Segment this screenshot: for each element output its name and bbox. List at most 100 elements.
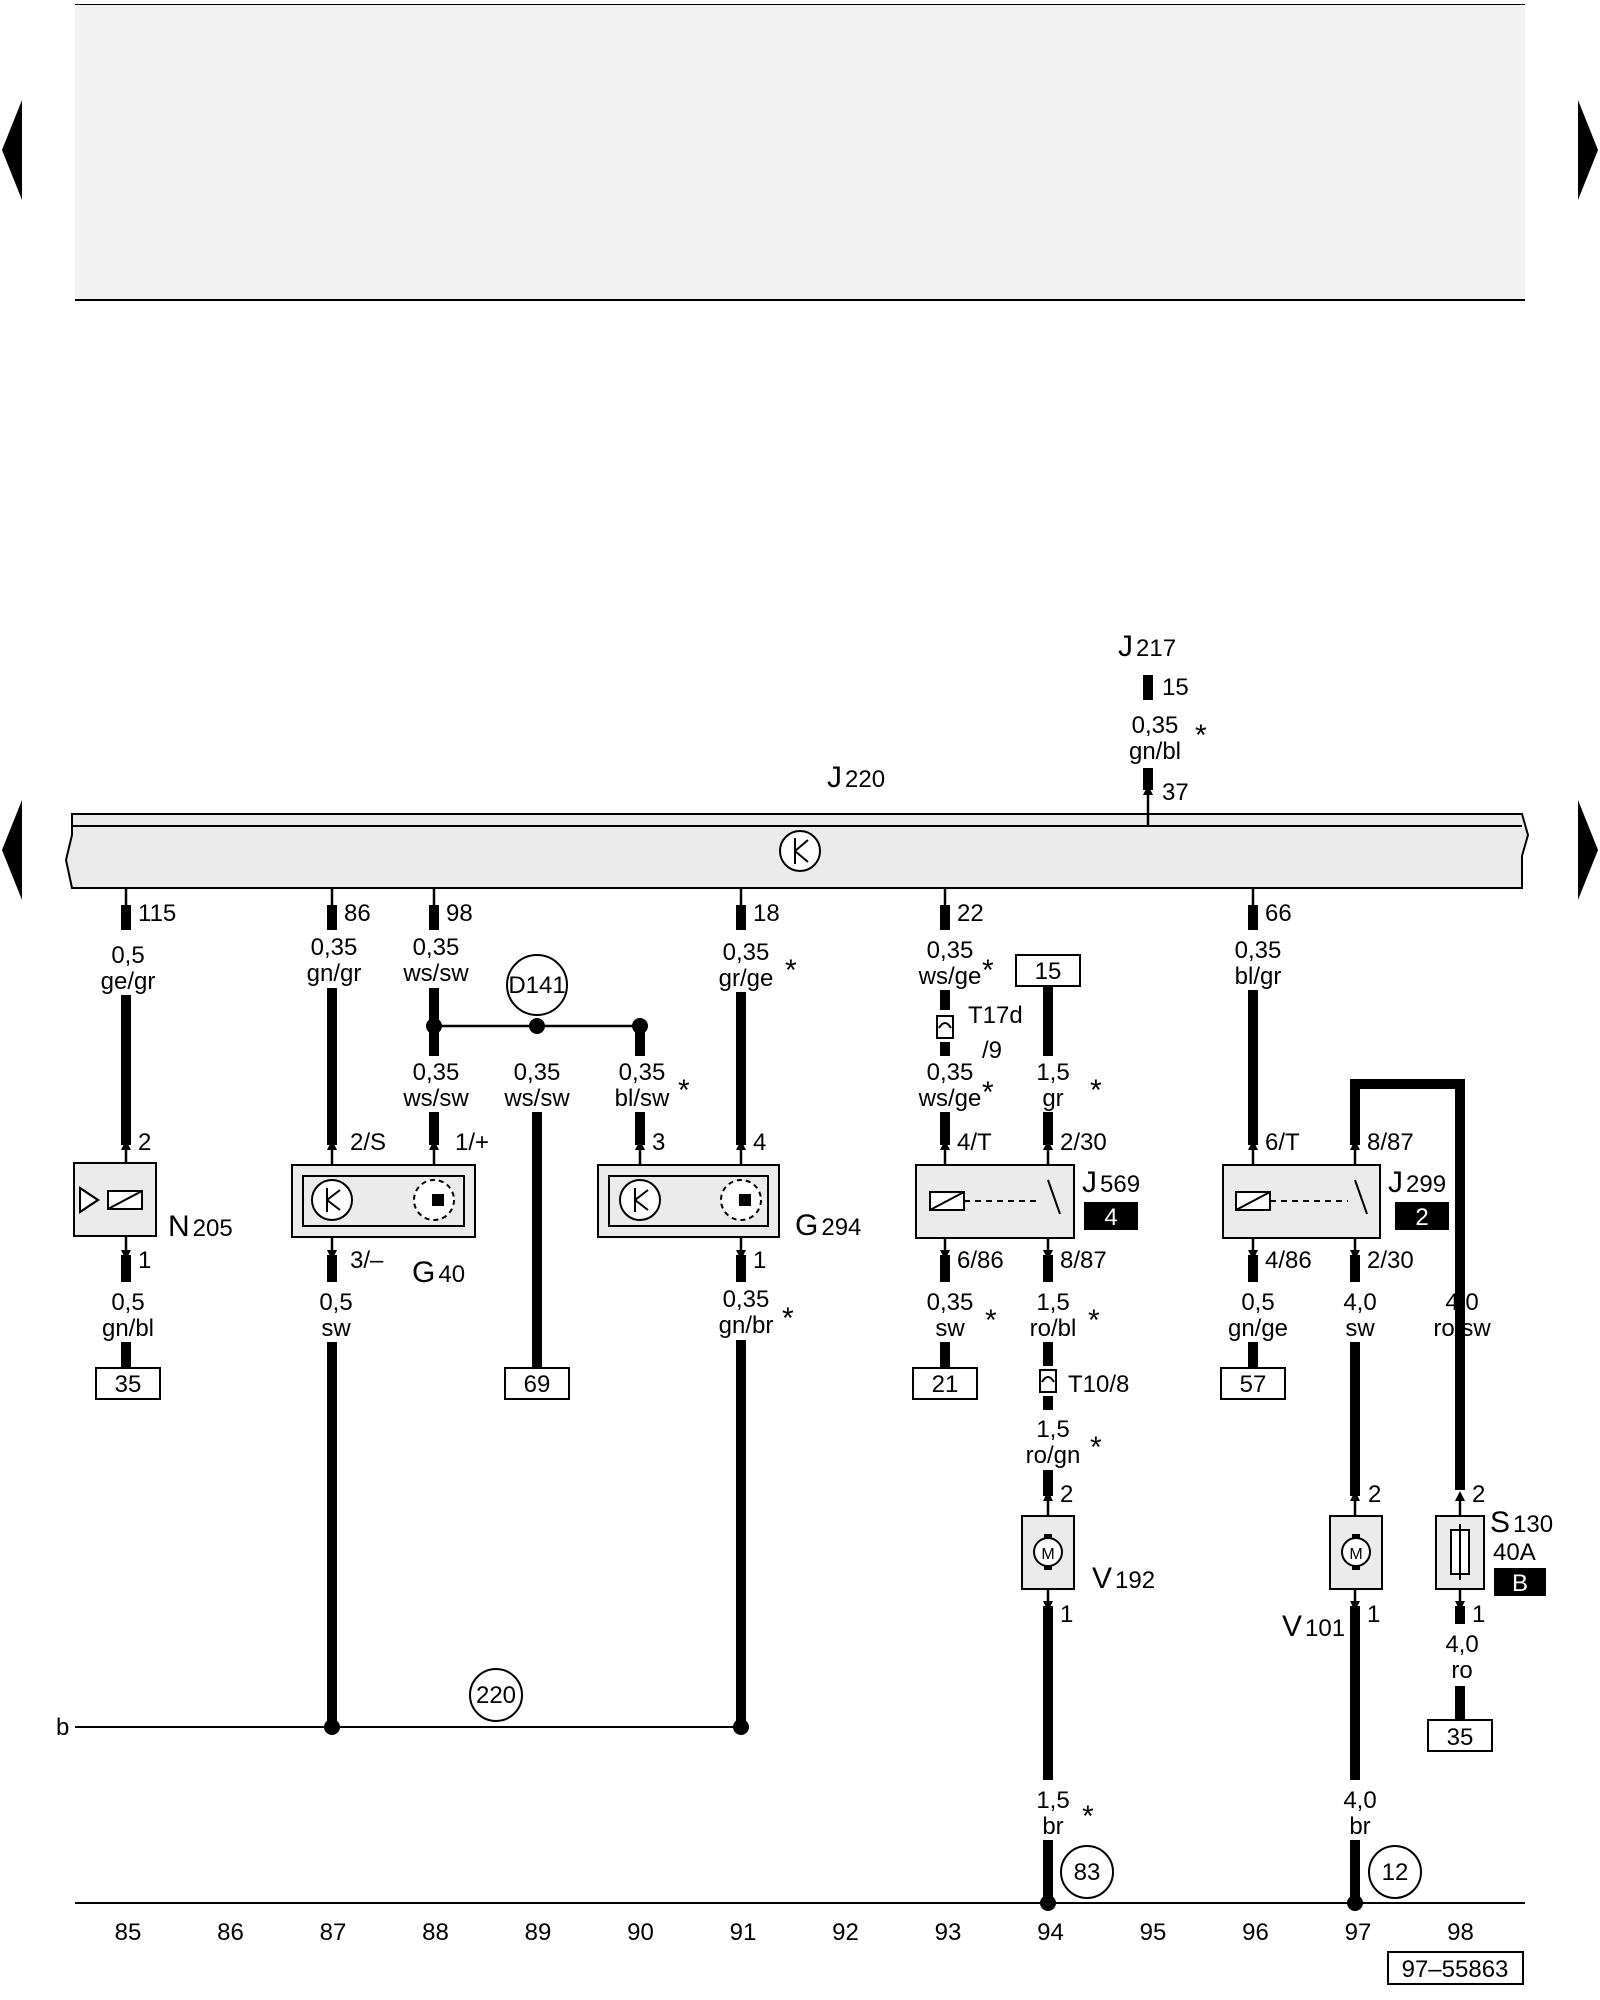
j569d-wire-color: ro/bl [1030, 1315, 1077, 1342]
g294-wire-color: gn/br [719, 1312, 774, 1339]
wire-18-star: * [785, 954, 797, 987]
g294a-wire-star: * [678, 1074, 690, 1107]
g294-pin4: 4 [753, 1129, 766, 1156]
g40-pin2s: 2/S [350, 1129, 386, 1156]
fuse-icon [1450, 1524, 1470, 1580]
g40a-wire-size: 0,35 [413, 1059, 460, 1086]
ref-box-35b [1427, 1719, 1493, 1752]
t10-wire-star: * [1090, 1431, 1102, 1464]
ref-box-57 [1220, 1367, 1286, 1400]
magnet-icon [413, 1179, 455, 1221]
j217-pin: 15 [1162, 674, 1189, 701]
hall-sensor-icon [311, 1179, 353, 1221]
j217-wire-color: gn/bl [1129, 738, 1181, 765]
wire-18-size: 0,35 [723, 939, 770, 966]
next-section-arrow[interactable] [1578, 800, 1598, 900]
n205-pin2: 2 [138, 1129, 151, 1156]
j299c-wire-size: 0,5 [1241, 1289, 1274, 1316]
g294-pin3: 3 [652, 1129, 665, 1156]
wire-98-color: ws/sw [402, 960, 469, 987]
track-number: 87 [320, 1919, 347, 1946]
wire-115-size: 0,5 [111, 942, 144, 969]
d141-label: D141 [508, 972, 565, 999]
ground-220-circle [469, 1668, 523, 1722]
diagram-id: 97–55863 [1402, 1956, 1509, 1983]
next-page-arrow[interactable] [1578, 100, 1598, 200]
j569-pin230: 2/30 [1060, 1129, 1107, 1156]
track-number: 88 [422, 1919, 449, 1946]
j217-wire-size: 0,35 [1132, 712, 1179, 739]
v192-pin2: 2 [1060, 1481, 1073, 1508]
s130b-wire-size: 4,0 [1445, 1631, 1478, 1658]
g40-pin1: 1/+ [455, 1129, 489, 1156]
t17d-label: T17d [968, 1002, 1023, 1029]
prev-page-arrow[interactable] [2, 100, 22, 200]
v192-wire-color: br [1042, 1813, 1063, 1840]
diagram-id-box [1387, 1951, 1524, 1985]
j569a-wire-color: ws/ge [918, 1085, 982, 1112]
wire-86-color: gn/gr [307, 960, 362, 987]
j569c-wire-size: 0,35 [927, 1289, 974, 1316]
track-number: 91 [730, 1919, 757, 1946]
ground-83-circle [1060, 1845, 1114, 1899]
d141-wire-size: 0,35 [514, 1059, 561, 1086]
ref-69: 69 [524, 1371, 551, 1398]
ref-box-21 [912, 1367, 978, 1400]
ground-dot-87 [324, 1719, 340, 1735]
g294-wire-star: * [782, 1302, 794, 1335]
motor-icon: M [1033, 1534, 1063, 1570]
v101-pin2: 2 [1368, 1481, 1381, 1508]
relay-coil-icon [929, 1179, 1061, 1215]
ref-35b: 35 [1447, 1724, 1474, 1751]
j299-pin486: 4/86 [1265, 1247, 1312, 1274]
ref-box-35a [95, 1367, 161, 1400]
valve-icon [79, 1186, 143, 1214]
j569c-wire-color: sw [935, 1315, 965, 1342]
pin-86-label: 86 [344, 900, 371, 927]
s130a-wire-size: 4,0 [1445, 1289, 1478, 1316]
track-number: 86 [217, 1919, 244, 1946]
wire-22-star: * [982, 954, 994, 987]
j569-badge-box [1084, 1202, 1138, 1230]
j569b-wire-size: 1,5 [1036, 1059, 1069, 1086]
pin-66-label: 66 [1265, 900, 1292, 927]
t17d-connector-icon [936, 1015, 954, 1039]
j299-pin230: 2/30 [1367, 1247, 1414, 1274]
g40-inner [302, 1175, 465, 1227]
wire-22-size: 0,35 [927, 937, 974, 964]
v192-pin1: 1 [1060, 1601, 1073, 1628]
ground-dot-91 [733, 1719, 749, 1735]
s130-rating: 40A [1493, 1539, 1536, 1566]
g294a-wire-color: bl/sw [615, 1085, 670, 1112]
ref-21: 21 [932, 1371, 959, 1398]
g294-inner [608, 1175, 769, 1227]
hall-sensor-icon [619, 1179, 661, 1221]
magnet-icon [720, 1179, 762, 1221]
header-panel [75, 5, 1525, 300]
svg-text:M: M [1349, 1546, 1362, 1563]
wire-115-color: ge/gr [101, 968, 156, 995]
t10-wire-color: ro/gn [1026, 1442, 1081, 1469]
v101-motor [1329, 1515, 1383, 1590]
j569b-wire-color: gr [1042, 1085, 1063, 1112]
track-number: 92 [832, 1919, 859, 1946]
j299d-wire-size: 4,0 [1343, 1289, 1376, 1316]
s130a-wire-color: ro/sw [1433, 1315, 1491, 1342]
j569c-wire-star: * [985, 1304, 997, 1337]
j569d-wire-size: 1,5 [1036, 1289, 1069, 1316]
prev-section-arrow[interactable] [2, 800, 22, 900]
j299c-wire-color: gn/ge [1228, 1315, 1288, 1342]
pin-98-label: 98 [446, 900, 473, 927]
wire-22-color: ws/ge [918, 963, 982, 990]
g40-pin3: 3/– [350, 1247, 384, 1274]
wire-98-size: 0,35 [413, 934, 460, 961]
ref-35a: 35 [115, 1371, 142, 1398]
ref-box-69 [504, 1367, 570, 1400]
s130-pin2: 2 [1472, 1481, 1485, 1508]
j569-pin887: 8/87 [1060, 1247, 1107, 1274]
